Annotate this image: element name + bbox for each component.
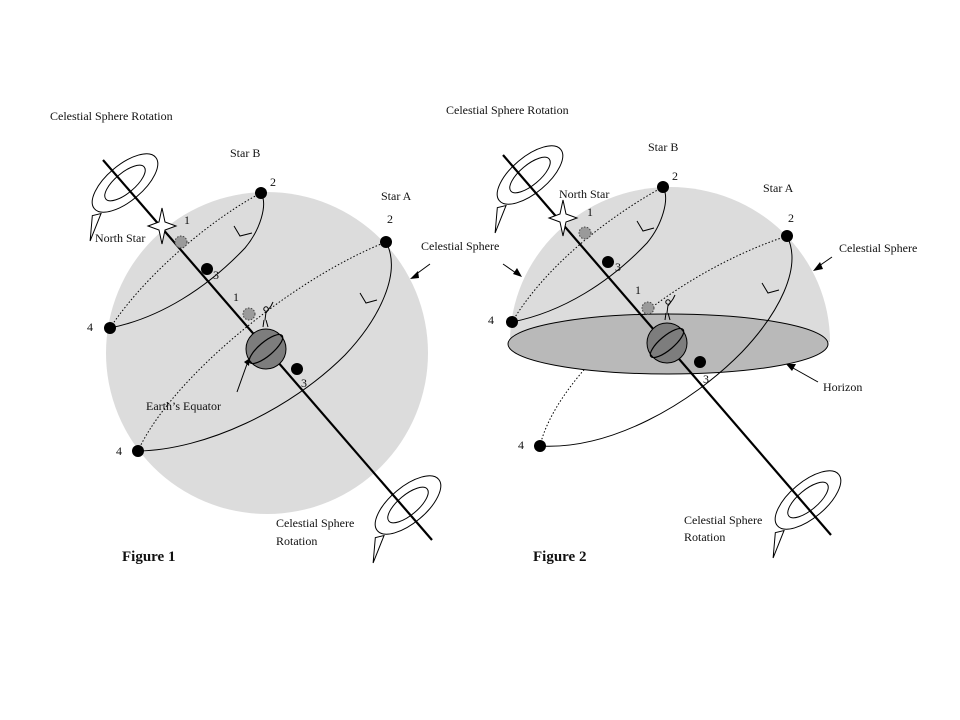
star-a-position-1 bbox=[242, 307, 256, 321]
earth-icon bbox=[245, 328, 287, 370]
star-b-label: Star B bbox=[230, 146, 260, 160]
star-a-position-2 bbox=[781, 230, 793, 242]
star-b-orbit-front bbox=[511, 186, 667, 323]
star-a-orbit-front bbox=[137, 241, 392, 452]
rotation-label-bottom-2: Rotation bbox=[684, 530, 725, 544]
figure-caption: Figure 1 bbox=[122, 549, 175, 565]
star-b-position-3 bbox=[602, 256, 614, 268]
star-a-label: Star A bbox=[763, 181, 794, 195]
north-star-icon bbox=[547, 199, 579, 237]
north-star-label: North Star bbox=[95, 231, 145, 245]
celestial-sphere-pointer-right bbox=[818, 256, 833, 267]
star-b-number-1: 1 bbox=[184, 213, 190, 227]
arrowhead-icon bbox=[359, 292, 378, 304]
rotation-arrow-icon bbox=[772, 470, 842, 559]
star-a-number-2: 2 bbox=[788, 211, 794, 225]
equator-pointer bbox=[236, 363, 248, 393]
star-b-orbit-back bbox=[109, 192, 262, 329]
star-b-position-2 bbox=[255, 187, 267, 199]
star-b-number-4: 4 bbox=[87, 320, 93, 334]
star-a-orbit-back bbox=[137, 241, 387, 452]
star-b-number-1: 1 bbox=[587, 205, 593, 219]
horizon-pointer bbox=[792, 367, 819, 383]
celestial-sphere-dome bbox=[510, 187, 830, 342]
star-a-position-3 bbox=[694, 356, 706, 368]
star-b-number-3: 3 bbox=[615, 260, 621, 274]
star-a-number-2: 2 bbox=[387, 212, 393, 226]
rotation-label-top: Celestial Sphere Rotation bbox=[446, 103, 569, 117]
celestial-sphere-pointer-left bbox=[502, 263, 517, 274]
arrowhead-icon bbox=[636, 220, 655, 232]
arrowhead-icon bbox=[761, 282, 780, 294]
star-a-number-1: 1 bbox=[635, 283, 641, 297]
star-b-label: Star B bbox=[648, 140, 678, 154]
star-b-position-4 bbox=[104, 322, 116, 334]
star-b-position-3 bbox=[201, 263, 213, 275]
star-a-number-4: 4 bbox=[518, 438, 524, 452]
star-b-position-1 bbox=[174, 235, 188, 249]
rotation-arrow-icon bbox=[372, 475, 442, 564]
rotation-arrow-icon bbox=[89, 153, 159, 242]
arrowhead-icon bbox=[244, 358, 250, 366]
star-a-position-4 bbox=[534, 440, 546, 452]
horizon-label: Horizon bbox=[823, 380, 862, 394]
star-a-number-3: 3 bbox=[301, 376, 307, 390]
arrowhead-icon bbox=[813, 262, 823, 271]
star-b-position-1 bbox=[578, 226, 592, 240]
rotation-label-bottom-2: Rotation bbox=[276, 534, 317, 548]
star-b-orbit-front bbox=[109, 192, 265, 329]
figure-caption: Figure 2 bbox=[533, 549, 586, 565]
arrowhead-icon bbox=[513, 268, 522, 277]
star-b-position-4 bbox=[506, 316, 518, 328]
star-a-label: Star A bbox=[381, 189, 412, 203]
rotation-label-bottom-1: Celestial Sphere bbox=[276, 516, 354, 530]
star-b-orbit-back bbox=[511, 186, 664, 323]
star-b-number-2: 2 bbox=[270, 175, 276, 189]
north-star-label: North Star bbox=[559, 187, 609, 201]
figure-1: Celestial Sphere Rotation Star B Star A … bbox=[50, 109, 499, 565]
celestial-sphere-label: Celestial Sphere bbox=[421, 239, 499, 253]
star-a-position-2 bbox=[380, 236, 392, 248]
star-a-orbit-front bbox=[539, 235, 793, 447]
star-a-position-4 bbox=[132, 445, 144, 457]
earth-icon bbox=[646, 322, 688, 364]
figure-2: Celestial Sphere Rotation Star B Star A … bbox=[446, 103, 917, 565]
rotation-label-bottom-1: Celestial Sphere bbox=[684, 513, 762, 527]
star-a-position-3 bbox=[291, 363, 303, 375]
star-b-position-2 bbox=[657, 181, 669, 193]
star-b-number-3: 3 bbox=[213, 268, 219, 282]
star-a-number-4: 4 bbox=[116, 444, 122, 458]
celestial-sphere-label: Celestial Sphere bbox=[839, 241, 917, 255]
star-b-number-4: 4 bbox=[488, 313, 494, 327]
arrowhead-icon bbox=[233, 225, 253, 237]
arrowhead-icon bbox=[410, 271, 419, 279]
rotation-label-top: Celestial Sphere Rotation bbox=[50, 109, 173, 123]
rotation-arrow-icon bbox=[494, 145, 564, 234]
observer-icon bbox=[262, 301, 274, 328]
north-star-icon bbox=[146, 207, 178, 245]
arrowhead-icon bbox=[786, 364, 796, 371]
star-a-position-1 bbox=[641, 301, 655, 315]
star-a-number-1: 1 bbox=[233, 290, 239, 304]
equator-label: Earth’s Equator bbox=[146, 399, 221, 413]
star-a-number-3: 3 bbox=[703, 372, 709, 386]
observer-icon bbox=[664, 294, 676, 321]
star-b-number-2: 2 bbox=[672, 169, 678, 183]
